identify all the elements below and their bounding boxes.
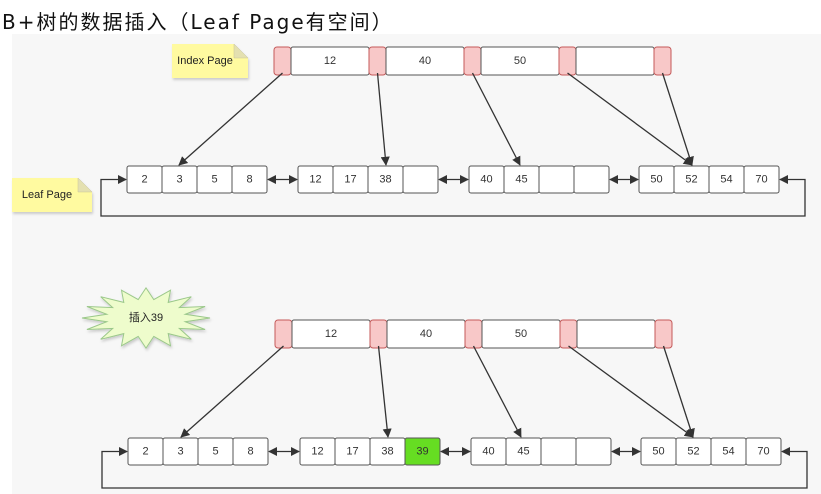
after-index-arrow	[180, 345, 284, 438]
before-index-arrow	[661, 72, 694, 166]
leaf-page-note-label: Leaf Page	[22, 189, 72, 201]
after-leaf-node: 50 52 54 70	[640, 437, 782, 466]
after-leaf-value: 54	[722, 446, 734, 458]
before-index-key: 12	[324, 55, 336, 67]
before-index-key: 50	[514, 55, 526, 67]
before-leaf-cell	[538, 165, 575, 194]
before-leaf-value: 5	[211, 174, 217, 186]
after-leaf-value: 2	[142, 446, 148, 458]
after-leaf-value: 8	[247, 446, 253, 458]
after-index-pointer	[559, 319, 578, 349]
after-index-arrow	[472, 345, 522, 438]
after-index-key: 50	[515, 328, 527, 340]
before-leaf-node: 2 3 5 8	[126, 165, 268, 194]
after-index-arrow	[568, 345, 694, 438]
after-leaf-cell	[575, 437, 612, 466]
before-index-pointer	[558, 46, 577, 76]
before-leaf-value: 50	[650, 174, 662, 186]
index-page-note: Index Page	[172, 43, 249, 78]
before-index-pointer	[653, 46, 672, 76]
diagram-title: B+树的数据插入（Leaf Page有空间）	[2, 10, 394, 34]
before-index-arrow	[567, 72, 693, 166]
before-leaf-node: 12 17 38	[297, 165, 439, 194]
after-index-pointer	[369, 319, 388, 349]
insert-burst-shape	[81, 286, 211, 350]
leaf-page-note: Leaf Page	[12, 177, 93, 212]
after-leaf-value: 52	[687, 446, 699, 458]
after-index-node: 12 40 50	[274, 319, 673, 349]
after-leaf-node: 2 3 5 8	[127, 437, 269, 466]
insert-burst-callout: 插入39	[81, 286, 211, 350]
before-leaf-value: 38	[379, 174, 391, 186]
after-index-arrow	[377, 345, 392, 438]
after-leaf-value: 50	[652, 446, 664, 458]
after-index-pointer	[274, 319, 293, 349]
before-index-pointer	[273, 46, 292, 76]
before-leaf-cell	[402, 165, 439, 194]
after-index-key: 12	[325, 328, 337, 340]
before-leaf-value: 52	[685, 174, 697, 186]
after-index-key-cell	[576, 319, 656, 349]
leaf-page-note-body	[12, 178, 92, 212]
before-leaf-loop	[100, 174, 806, 217]
after-leaf-loop	[101, 446, 808, 489]
after-leaf-value: 70	[757, 446, 769, 458]
after-leaf-node: 12 17 38 39	[299, 437, 441, 466]
before-leaf-value: 12	[309, 174, 321, 186]
after-leaf-node: 40 45	[470, 437, 612, 466]
before-leaf-cell	[573, 165, 610, 194]
before-leaf-value: 2	[141, 174, 147, 186]
after-leaf-value: 39	[416, 446, 428, 458]
before-index-pointer	[463, 46, 482, 76]
before-leaf-value: 40	[480, 174, 492, 186]
before-leaf-node: 40 45	[468, 165, 610, 194]
after-leaf-value: 3	[177, 446, 183, 458]
after-leaf-cell	[540, 437, 577, 466]
after-leaf-value: 5	[212, 446, 218, 458]
after-index-arrow	[662, 345, 695, 438]
before-index-key-cell	[575, 46, 655, 76]
after-leaf-value: 12	[311, 446, 323, 458]
before-index-arrow	[376, 72, 390, 166]
before-leaf-value: 3	[176, 174, 182, 186]
insert-burst-label: 插入39	[129, 310, 163, 324]
before-index-node: 12 40 50	[273, 46, 672, 76]
before-leaf-value: 17	[344, 174, 356, 186]
after-leaf-value: 17	[346, 446, 358, 458]
index-page-note-body	[172, 44, 248, 78]
before-index-arrow	[178, 72, 283, 166]
before-leaf-value: 70	[755, 174, 767, 186]
after-leaf-value: 45	[517, 446, 529, 458]
index-page-note-fold	[233, 43, 249, 59]
before-index-key: 40	[419, 55, 431, 67]
after-index-pointer	[464, 319, 483, 349]
before-index-arrow	[471, 72, 521, 166]
after-index-pointer	[654, 319, 673, 349]
after-index-key: 40	[420, 328, 432, 340]
index-page-note-label: Index Page	[177, 55, 233, 67]
before-index-pointer	[368, 46, 387, 76]
after-leaf-value: 40	[482, 446, 494, 458]
before-leaf-value: 45	[515, 174, 527, 186]
before-leaf-value: 54	[720, 174, 732, 186]
before-leaf-node: 50 52 54 70	[638, 165, 780, 194]
leaf-page-note-fold	[77, 177, 93, 193]
after-leaf-value: 38	[381, 446, 393, 458]
before-leaf-value: 8	[246, 174, 252, 186]
